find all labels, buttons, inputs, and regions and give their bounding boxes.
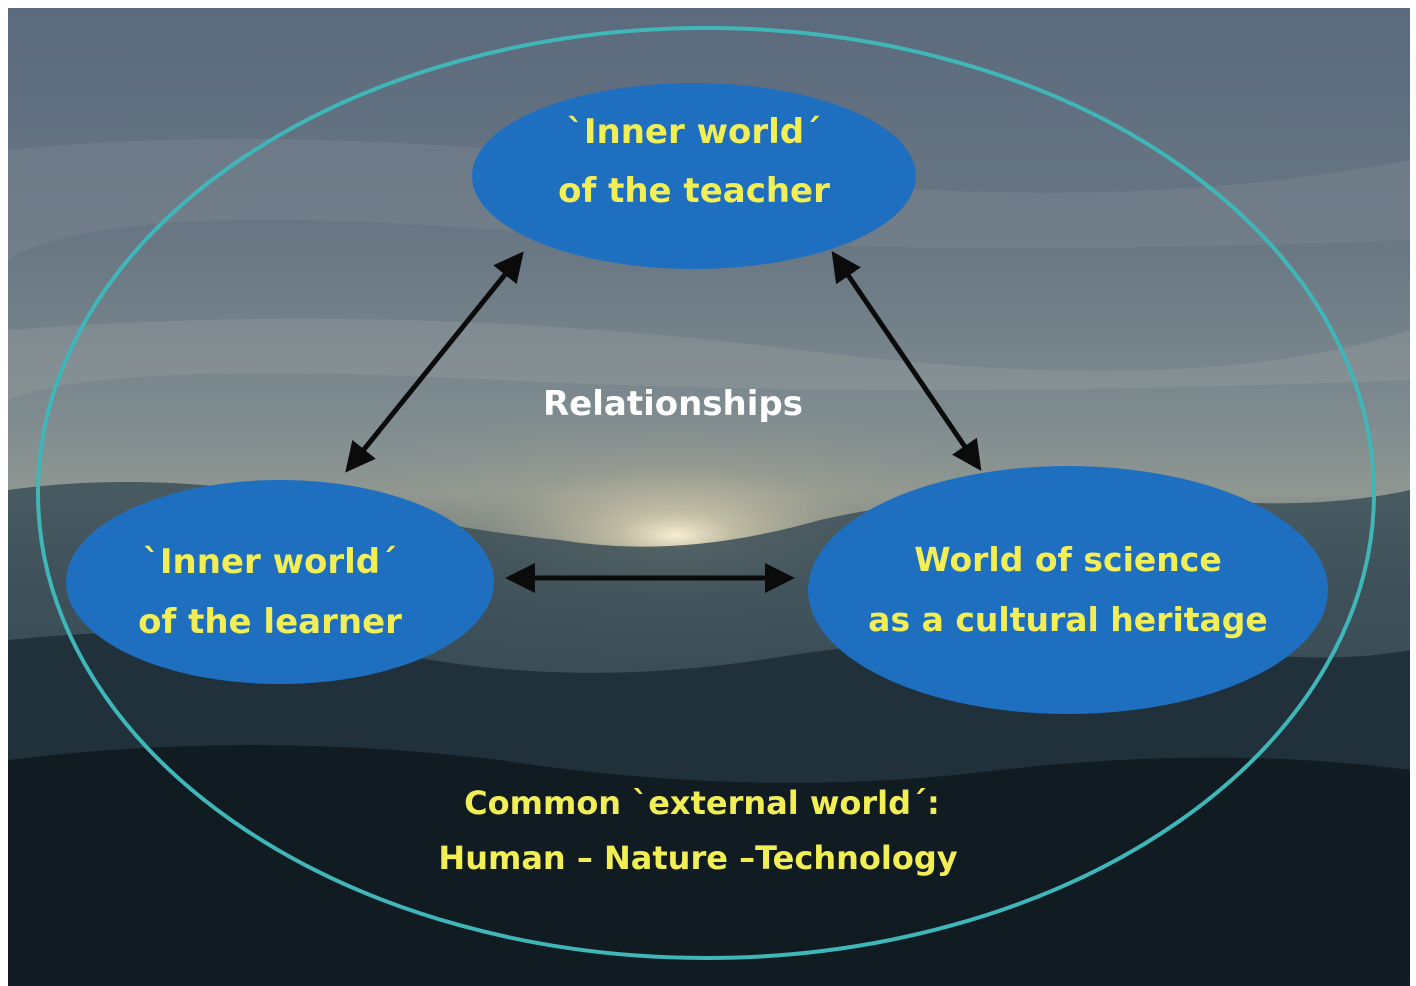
node-teacher: `Inner world´ of the teacher <box>472 83 916 269</box>
node-science-line1: World of science <box>914 540 1221 579</box>
node-learner-shape <box>66 480 494 684</box>
node-teacher-shape <box>472 83 916 269</box>
node-science: World of science as a cultural heritage <box>808 466 1328 714</box>
node-science-line2: as a cultural heritage <box>868 600 1268 639</box>
external-world-line2: Human – Nature –Technology <box>438 839 957 877</box>
external-world-label: Common `external world´: Human – Nature … <box>438 784 957 877</box>
node-science-shape <box>808 466 1328 714</box>
relationships-label: Relationships <box>543 384 803 424</box>
external-world-line1: Common `external world´: <box>464 784 940 822</box>
node-learner: `Inner world´ of the learner <box>66 480 494 684</box>
outer-world-ring <box>36 26 1376 960</box>
node-learner-line1: `Inner world´ <box>143 542 397 582</box>
arrow-teacher-science <box>831 251 982 471</box>
node-teacher-line2: of the teacher <box>558 171 830 211</box>
arrow-teacher-learner <box>345 251 524 473</box>
node-teacher-line1: `Inner world´ <box>567 112 821 152</box>
node-learner-line2: of the learner <box>138 602 402 642</box>
